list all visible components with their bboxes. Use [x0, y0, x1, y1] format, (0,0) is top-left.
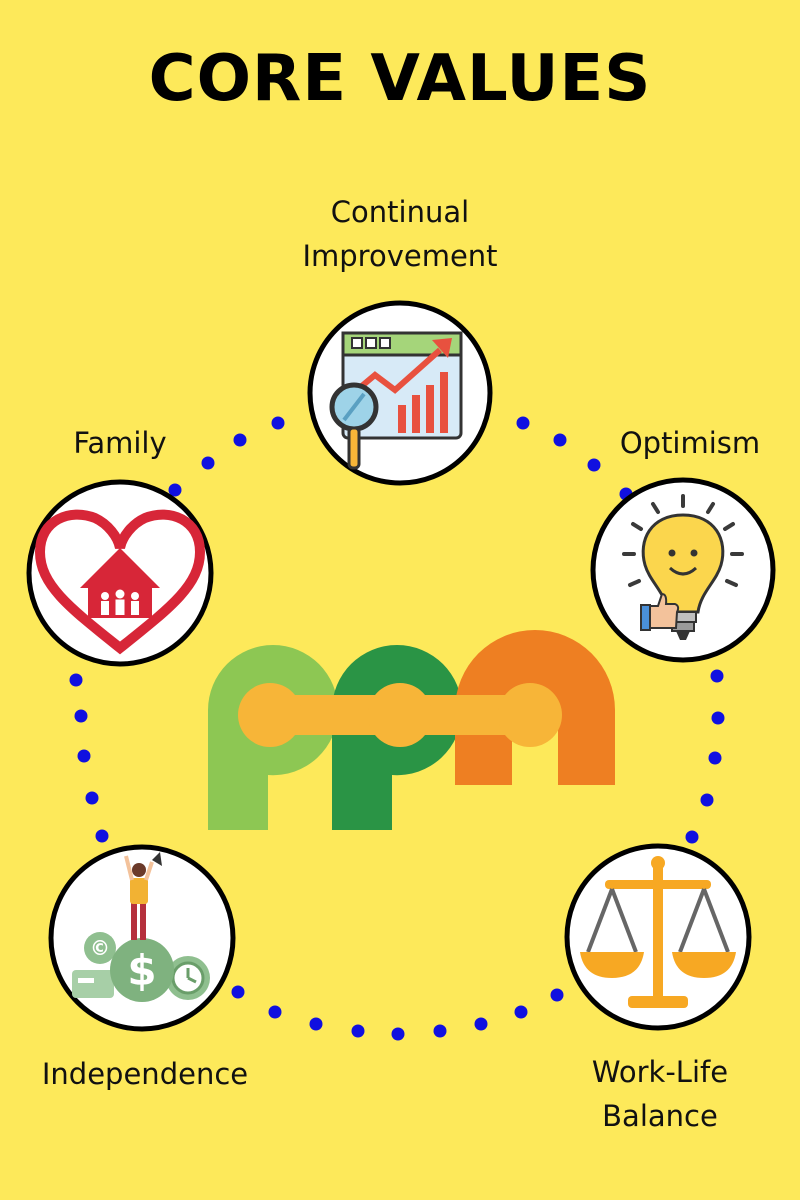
ring-dot [168, 483, 182, 497]
ring-dot [74, 709, 88, 723]
label-continual-improvement: Continual Improvement [250, 190, 550, 278]
smiling-lightbulb-icon [590, 477, 776, 663]
ring-dot [85, 791, 99, 805]
ring-dot [711, 711, 725, 725]
ring-dot [710, 669, 724, 683]
ring-dot [700, 793, 714, 807]
ring-dot [201, 456, 215, 470]
dotted-ring [69, 416, 725, 1041]
ring-dot [587, 458, 601, 472]
logo-n-orange [455, 630, 615, 785]
ring-dot [271, 416, 285, 430]
label-independence: Independence [20, 1052, 270, 1096]
ring-dot [433, 1024, 447, 1038]
ring-dot [233, 433, 247, 447]
ring-dot [550, 988, 564, 1002]
growth-chart-magnifier-icon [307, 300, 493, 486]
label-family: Family [40, 421, 200, 465]
ring-dot [391, 1027, 405, 1041]
ring-dot [514, 1005, 528, 1019]
svg-text:$: $ [127, 946, 156, 995]
logo-core-circle [238, 683, 302, 747]
label-line: Work-Life [591, 1055, 729, 1089]
logo-core-circle [368, 683, 432, 747]
balance-scale-icon [564, 843, 752, 1031]
ring-dot [474, 1017, 488, 1031]
label-line: Improvement [302, 239, 498, 273]
svg-text:©: © [90, 936, 110, 960]
label-line: Continual [330, 195, 470, 229]
page-title: CORE VALUES [148, 42, 652, 116]
label-line: Independence [41, 1057, 249, 1091]
ring-dot [95, 829, 109, 843]
label-line: Balance [602, 1099, 718, 1133]
woman-on-money-icon: © $ [48, 844, 236, 1032]
logo-core-circle [498, 683, 562, 747]
ppm-logo [208, 630, 615, 830]
label-work-life-balance: Work-Life Balance [555, 1050, 765, 1138]
ring-dot [309, 1017, 323, 1031]
label-optimism: Optimism [600, 421, 780, 465]
ring-dot [516, 416, 530, 430]
ring-dot [77, 749, 91, 763]
ring-dot [268, 1005, 282, 1019]
family-home-heart-icon [26, 479, 214, 667]
label-line: Family [73, 426, 167, 460]
ring-dot [708, 751, 722, 765]
ring-dot [351, 1024, 365, 1038]
ring-dot [231, 985, 245, 999]
label-line: Optimism [619, 426, 761, 460]
ring-dot [685, 830, 699, 844]
ring-dot [553, 433, 567, 447]
ring-dot [69, 673, 83, 687]
